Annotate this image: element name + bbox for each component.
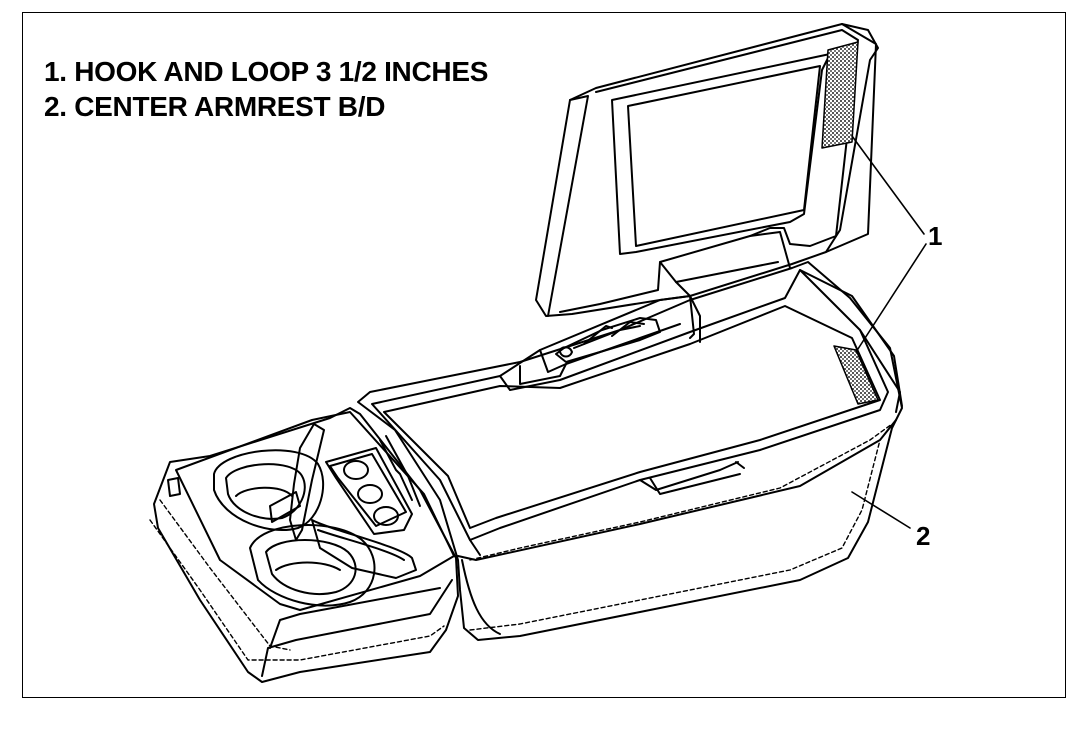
storage-bin xyxy=(357,261,903,641)
cupholder-tray xyxy=(149,407,459,683)
callout-label-1: 1 xyxy=(928,221,943,251)
leader-lines xyxy=(851,135,927,529)
legend-item-2: 2. CENTER ARMREST B/D xyxy=(44,91,386,122)
hinge-mechanism xyxy=(499,295,701,385)
figure-frame xyxy=(22,12,1066,698)
callout-label-2: 2 xyxy=(916,521,931,551)
armrest-lid xyxy=(535,23,879,317)
legend: 1. HOOK AND LOOP 3 1/2 INCHES 2. CENTER … xyxy=(44,54,488,124)
legend-item-1: 1. HOOK AND LOOP 3 1/2 INCHES xyxy=(44,56,489,87)
hook-and-loop-strips xyxy=(821,41,879,405)
